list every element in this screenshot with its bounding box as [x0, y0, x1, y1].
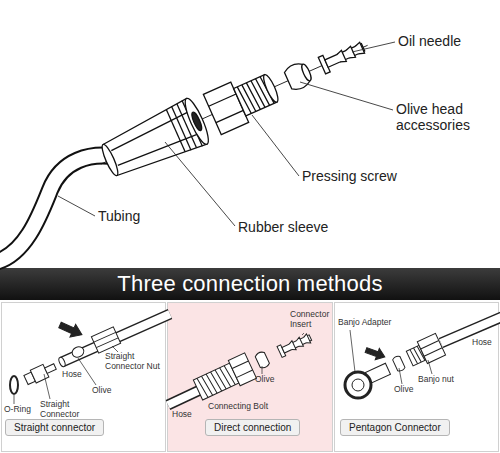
banjo-eye	[345, 372, 371, 398]
part-label: Rubber sleeve	[238, 219, 378, 235]
part-label: Tubing	[98, 208, 178, 224]
part-callout: Olive	[92, 386, 122, 396]
part-callout: Banjo Adapter	[338, 318, 408, 328]
part-callout: Olive	[255, 375, 285, 385]
olive-end	[300, 63, 313, 82]
hex-facet	[236, 370, 252, 378]
olive-part	[70, 345, 85, 359]
leader-lines	[58, 42, 395, 226]
leader-line	[262, 366, 263, 374]
connector-barb	[45, 364, 57, 374]
straight-connector-part	[23, 360, 58, 386]
bolt-hex	[228, 353, 256, 386]
section-heading: Three connection methods	[117, 271, 382, 297]
connector-nut	[91, 327, 120, 353]
part-callout: Banjo nut	[418, 375, 468, 385]
straight-connector-drawing	[10, 314, 170, 404]
exploded-parts	[91, 22, 378, 186]
hex-facet	[421, 341, 439, 349]
panel-caption: Pentagon Connector	[340, 419, 450, 436]
sleeve-hole	[190, 111, 204, 132]
olive-part	[392, 355, 406, 372]
part-callout: Connector Insert	[290, 310, 330, 330]
part-callout: Straight Connector	[40, 400, 85, 420]
insert-shaft	[282, 335, 312, 353]
hex-facet	[424, 348, 442, 356]
insert-barbs	[288, 334, 310, 352]
leader-line	[399, 368, 402, 384]
leader-line	[352, 42, 395, 52]
leader-line	[300, 82, 393, 110]
leader-line	[165, 142, 235, 226]
hose-outline	[168, 390, 200, 405]
needle-barbs	[336, 42, 365, 64]
hex-facet	[232, 361, 248, 369]
leader-line	[14, 395, 15, 404]
pentagon-connector-drawing	[345, 316, 500, 398]
part-callout: Hose	[172, 410, 202, 420]
thread-end	[261, 73, 281, 104]
part-callout: O-Ring	[4, 405, 44, 415]
leader-line	[428, 360, 432, 374]
part-label: Oil needle	[398, 33, 498, 49]
part-label: Olive head accessories	[396, 101, 496, 133]
arrow-shape	[364, 344, 387, 362]
hex-facet	[209, 94, 236, 106]
hose-fill	[168, 390, 200, 405]
nut-facet	[96, 338, 118, 348]
part-callout: Hose	[62, 370, 92, 380]
panel-caption: Straight connector	[5, 419, 104, 436]
leader-line	[302, 333, 304, 335]
hex-facet	[216, 110, 243, 122]
o-ring	[10, 376, 18, 394]
part-callout: Straight Connector Nut	[105, 352, 165, 372]
section-band: Three connection methods	[0, 268, 500, 300]
thread-lines	[197, 365, 235, 398]
connecting-bolt-part	[192, 325, 316, 403]
part-callout: Olive	[394, 385, 424, 395]
panel-caption: Direct connection	[205, 419, 300, 436]
part-callout: Hose	[472, 338, 500, 348]
part-callout: Connecting Bolt	[208, 402, 288, 412]
direct-connection-drawing	[168, 325, 316, 405]
leader-line	[44, 374, 50, 399]
leader-line	[252, 115, 299, 176]
banjo-parts	[390, 333, 445, 376]
nut-body	[91, 327, 120, 353]
arrow-shape	[57, 319, 85, 342]
direction-arrow	[57, 319, 85, 342]
leader-line	[58, 196, 95, 216]
banjo-hole	[352, 379, 364, 391]
leader-line	[350, 330, 355, 372]
part-label: Pressing screw	[302, 168, 422, 184]
hose-end	[58, 356, 67, 367]
direction-arrow	[364, 344, 387, 362]
